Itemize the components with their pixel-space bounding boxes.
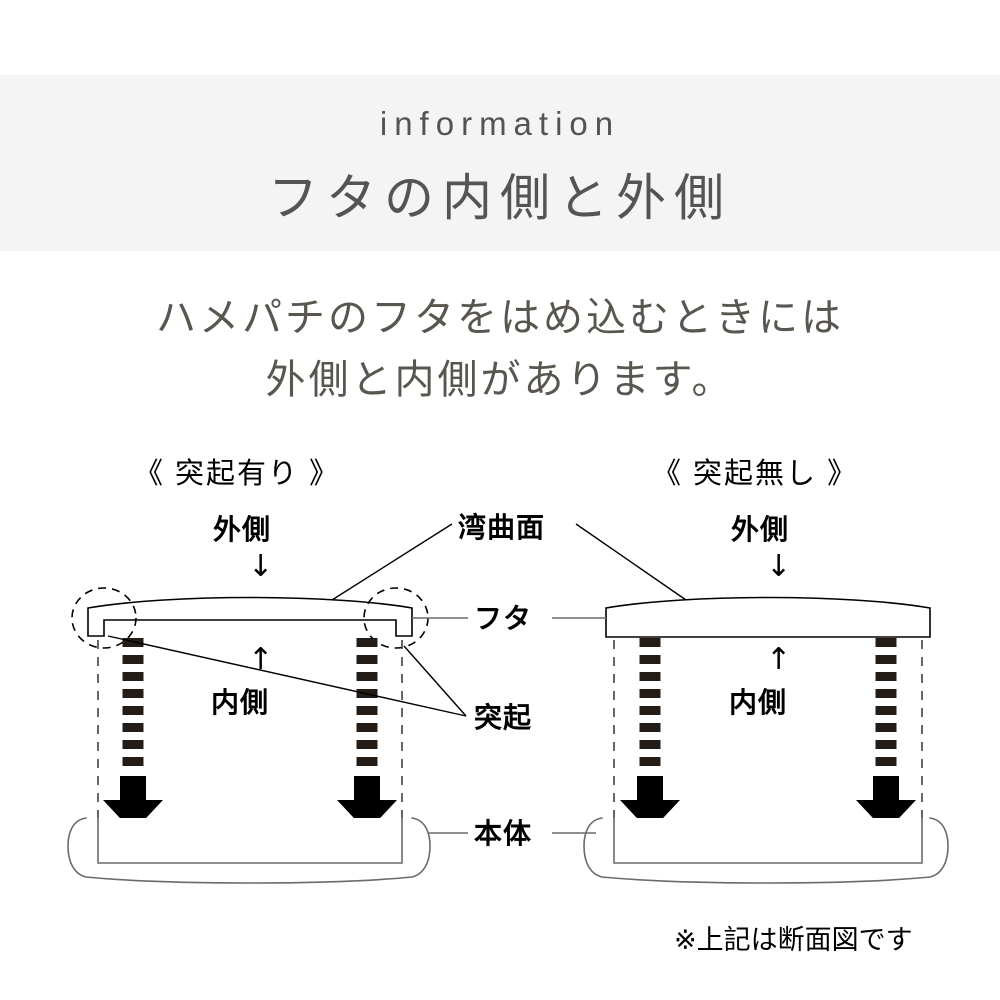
section-heading-with-protrusion: 《 突起有り 》 bbox=[134, 458, 341, 490]
subtitle-line-2: 外側と内側があります。 bbox=[265, 358, 735, 402]
leader-curved-to-right bbox=[575, 523, 687, 601]
diagram-with-protrusion bbox=[67, 587, 431, 884]
header-band bbox=[0, 75, 1000, 251]
callout-label-curved-surface: 湾曲面 bbox=[458, 512, 546, 543]
body-shell-left bbox=[67, 817, 431, 884]
label-inner-right: 内側 bbox=[729, 687, 788, 718]
callout-label-body: 本体 bbox=[474, 818, 533, 849]
label-outer-left: 外側 bbox=[213, 514, 272, 545]
lid-shape-right bbox=[605, 596, 931, 638]
press-arrow-left-2-icon bbox=[620, 776, 680, 832]
body-inner-right bbox=[613, 818, 923, 864]
page-title: フタの内側と外側 bbox=[268, 170, 732, 226]
section-heading-without-protrusion: 《 突起無し 》 bbox=[652, 458, 859, 490]
leader-curved-to-left bbox=[331, 523, 453, 601]
lid-shape-left bbox=[87, 596, 413, 637]
diagram-without-protrusion bbox=[583, 596, 949, 884]
press-arrow-right-icon bbox=[337, 776, 397, 832]
body-shell-right bbox=[583, 817, 949, 884]
arrow-up-inner-right-icon: ↑ bbox=[766, 642, 792, 677]
subtitle-block: ハメパチのフタをはめ込むときには 外側と内側があります。 bbox=[0, 287, 1000, 411]
label-inner-left: 内側 bbox=[211, 687, 270, 718]
callout-label-lid: フタ bbox=[474, 603, 533, 634]
subtitle-line-1: ハメパチのフタをはめ込むときには bbox=[156, 296, 844, 340]
arrow-up-inner-left-icon: ↑ bbox=[248, 642, 274, 677]
protrusion-highlight-right bbox=[363, 587, 429, 649]
footnote: ※上記は断面図です bbox=[674, 925, 913, 955]
label-outer-right: 外側 bbox=[731, 514, 790, 545]
protrusion-highlight-left bbox=[71, 587, 137, 649]
press-arrow-right-2-icon bbox=[856, 776, 916, 832]
leader-protrusion-to-right-notch bbox=[403, 645, 467, 717]
arrow-down-outer-right-icon: ↓ bbox=[766, 549, 792, 584]
arrow-down-outer-left-icon: ↓ bbox=[248, 549, 274, 584]
leader-lines bbox=[107, 523, 687, 834]
leader-protrusion-to-left-notch bbox=[107, 635, 467, 717]
callout-label-protrusion: 突起 bbox=[474, 702, 533, 733]
body-inner-left bbox=[97, 818, 403, 864]
press-arrow-left-icon bbox=[103, 776, 163, 832]
header-eyebrow: information bbox=[379, 105, 621, 142]
